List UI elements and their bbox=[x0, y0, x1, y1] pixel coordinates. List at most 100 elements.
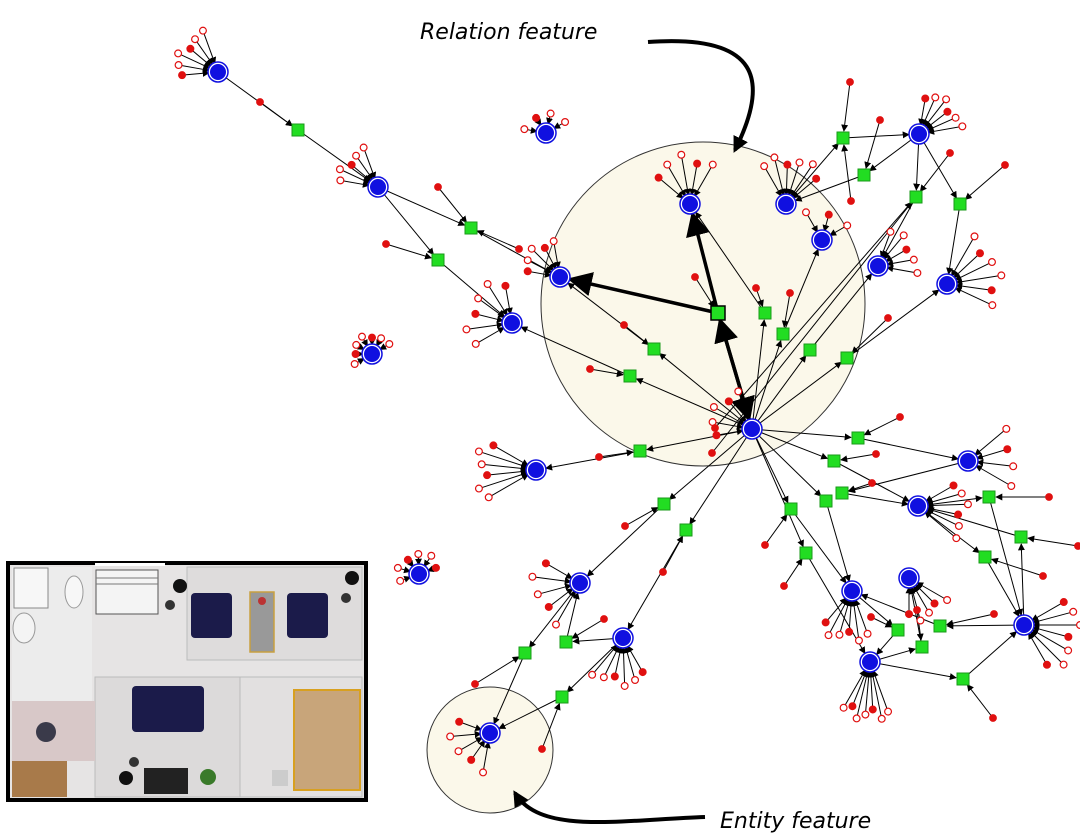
graph-edge bbox=[694, 164, 714, 197]
attribute-node-hollow bbox=[854, 636, 863, 645]
graph-edge bbox=[1032, 625, 1069, 638]
graph-edge bbox=[883, 235, 905, 260]
attribute-node-filled bbox=[708, 449, 716, 457]
graph-edge bbox=[764, 514, 788, 546]
graph-edge bbox=[925, 509, 960, 527]
graph-edge bbox=[714, 201, 912, 429]
graph-edge bbox=[666, 164, 686, 197]
graph-edge bbox=[450, 730, 482, 738]
graph-edge bbox=[924, 511, 957, 539]
graph-edge bbox=[603, 645, 620, 678]
sink-icon bbox=[13, 567, 49, 609]
graph-edge bbox=[946, 613, 995, 627]
relation-annotation-arrow bbox=[647, 39, 755, 153]
graph-edge bbox=[498, 696, 563, 729]
entity-node bbox=[552, 269, 568, 285]
attribute-node-hollow bbox=[528, 572, 537, 581]
entity-node bbox=[538, 125, 554, 141]
attribute-node-filled bbox=[256, 98, 264, 106]
graph-edge bbox=[711, 201, 913, 454]
attribute-node-hollow bbox=[852, 714, 861, 723]
graph-edge bbox=[847, 599, 855, 632]
graph-edge bbox=[773, 157, 786, 196]
plant-icon bbox=[200, 769, 216, 785]
graph-edge bbox=[926, 501, 968, 509]
attribute-node-hollow bbox=[951, 113, 960, 122]
entity-node bbox=[901, 570, 917, 586]
attribute-node-hollow bbox=[446, 732, 455, 741]
entity-node bbox=[844, 583, 860, 599]
attribute-node-filled bbox=[1064, 632, 1073, 641]
graph-edge bbox=[493, 652, 526, 725]
graph-edge bbox=[925, 485, 954, 502]
entity-node bbox=[744, 421, 760, 437]
graph-edge bbox=[751, 361, 842, 430]
entity-node bbox=[862, 654, 878, 670]
graph-edge bbox=[848, 460, 969, 494]
attribute-node-filled bbox=[489, 441, 498, 450]
attribute-node-filled bbox=[659, 568, 667, 576]
entity-node bbox=[528, 462, 544, 478]
attribute-node-filled bbox=[904, 610, 913, 619]
attribute-node-filled bbox=[368, 333, 377, 342]
graph-edge bbox=[864, 670, 873, 715]
graph-edge bbox=[668, 428, 753, 500]
attribute-node-hollow bbox=[795, 158, 804, 167]
graph-edge bbox=[919, 152, 951, 193]
graph-edge bbox=[493, 444, 529, 466]
relation-node bbox=[799, 546, 813, 560]
graph-edge bbox=[964, 164, 1006, 200]
attribute-node-hollow bbox=[1069, 607, 1078, 616]
graph-edge bbox=[751, 428, 829, 460]
graph-edge bbox=[918, 133, 957, 199]
graph-edge bbox=[537, 583, 572, 595]
relation-node bbox=[956, 672, 970, 686]
relation-node bbox=[891, 623, 905, 637]
attribute-node-hollow bbox=[987, 258, 996, 267]
attribute-node-hollow bbox=[886, 227, 895, 236]
graph-edge bbox=[541, 702, 561, 750]
attribute-node-hollow bbox=[620, 681, 629, 690]
attribute-node-filled bbox=[595, 453, 603, 461]
graph-edge bbox=[627, 645, 644, 673]
attribute-node-hollow bbox=[942, 95, 951, 104]
entity-node bbox=[504, 315, 520, 331]
graph-edge bbox=[686, 211, 720, 314]
entity-node bbox=[572, 575, 588, 591]
attribute-node-filled bbox=[434, 183, 442, 191]
graph-edge bbox=[790, 163, 814, 198]
entity-node bbox=[814, 232, 830, 248]
attribute-node-filled bbox=[347, 160, 356, 169]
attribute-node-filled bbox=[711, 424, 719, 432]
graph-edge bbox=[751, 428, 822, 497]
tv-icon bbox=[144, 768, 188, 794]
attribute-node-filled bbox=[431, 563, 440, 572]
attribute-node-filled bbox=[913, 606, 921, 614]
relation-node bbox=[758, 306, 772, 320]
attribute-node-hollow bbox=[963, 500, 972, 509]
graph-edge bbox=[548, 588, 574, 608]
graph-edge bbox=[851, 317, 889, 354]
graph-edge bbox=[988, 496, 1024, 617]
graph-edge bbox=[869, 661, 957, 681]
relation-node bbox=[518, 646, 532, 660]
relation-node bbox=[953, 197, 967, 211]
attribute-node-hollow bbox=[198, 26, 207, 35]
graph-edge bbox=[975, 465, 1012, 487]
attribute-node-hollow bbox=[760, 162, 769, 171]
graph-edge bbox=[377, 186, 434, 256]
attribute-node-filled bbox=[902, 245, 911, 254]
attribute-node-hollow bbox=[663, 160, 672, 169]
graph-edge bbox=[565, 592, 580, 643]
graph-edge bbox=[841, 492, 909, 507]
graph-edge bbox=[545, 450, 641, 471]
graph-edge bbox=[566, 637, 624, 693]
attribute-node-filled bbox=[780, 582, 788, 590]
floorplan-inset bbox=[6, 561, 368, 802]
graph-edge bbox=[555, 590, 576, 625]
desk-icon bbox=[12, 761, 67, 797]
attribute-node-filled bbox=[761, 541, 769, 549]
attribute-node-hollow bbox=[549, 237, 558, 246]
attribute-node-filled bbox=[620, 321, 628, 329]
attribute-node-hollow bbox=[484, 493, 493, 502]
